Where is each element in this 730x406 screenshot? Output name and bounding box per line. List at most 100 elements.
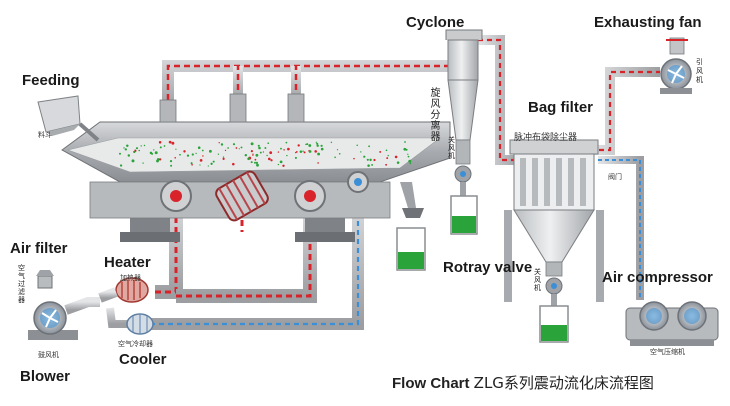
particle	[279, 160, 283, 164]
particle	[396, 161, 400, 164]
filter-bag	[544, 158, 550, 206]
particle	[252, 154, 254, 156]
particle	[224, 149, 227, 152]
particle	[153, 149, 155, 151]
particle	[297, 144, 300, 147]
particle	[202, 155, 204, 157]
particle	[258, 146, 261, 150]
particle	[126, 144, 129, 147]
particle	[138, 149, 141, 152]
bag-filter	[504, 139, 604, 306]
particle	[123, 147, 125, 149]
particle	[149, 151, 153, 155]
cn-label-cyclone-valve: 关风机	[448, 136, 455, 160]
cn-label-air-filter: 空气过滤器	[18, 264, 25, 304]
particle	[159, 146, 162, 149]
particle	[308, 144, 312, 147]
particle	[232, 143, 236, 146]
cn-label-cooler: 空气冷却器	[118, 340, 153, 348]
label-cooler: Cooler	[119, 351, 167, 368]
particle	[387, 154, 389, 157]
particle	[285, 141, 288, 144]
particle	[314, 150, 317, 153]
particle	[156, 158, 160, 161]
particle	[218, 142, 220, 144]
particle	[238, 148, 240, 150]
particle	[353, 157, 355, 160]
particle	[299, 150, 303, 153]
particle	[207, 165, 209, 167]
label-air-filter: Air filter	[10, 240, 68, 257]
label-rotary-valve: Rotray valve	[443, 259, 533, 276]
particle	[295, 151, 298, 153]
particle	[154, 151, 158, 155]
particle	[247, 157, 250, 161]
particle	[385, 149, 388, 152]
particle	[222, 157, 225, 160]
filter-bag	[580, 158, 586, 206]
particle	[191, 153, 194, 156]
feeding-hopper	[37, 95, 100, 142]
particle	[283, 149, 285, 151]
particle	[159, 158, 162, 161]
particle	[195, 152, 197, 155]
particle	[135, 147, 139, 150]
particle	[262, 151, 265, 153]
air-compressor	[625, 301, 719, 346]
particle	[317, 152, 321, 156]
cn-label-cyclone: 旋风分离器	[430, 88, 441, 143]
particle	[222, 156, 225, 158]
particle	[336, 149, 339, 151]
particle	[379, 150, 382, 153]
particle	[367, 164, 370, 167]
particle	[227, 147, 229, 149]
particle	[119, 164, 123, 167]
product-bucket-1	[396, 227, 426, 271]
particle	[368, 145, 371, 148]
cold-air-line	[106, 180, 364, 330]
particle	[174, 156, 177, 159]
particle	[244, 154, 247, 157]
particle	[403, 147, 407, 151]
particle	[240, 146, 243, 149]
particle	[158, 141, 162, 144]
particle	[259, 151, 262, 154]
air-filter	[36, 270, 54, 289]
particle	[369, 158, 372, 162]
particle	[270, 159, 273, 162]
particle	[264, 147, 267, 149]
particle	[212, 160, 215, 163]
particle	[295, 151, 297, 154]
label-air-compressor: Air compressor	[602, 269, 713, 286]
particle	[409, 162, 412, 165]
filter-bag	[556, 158, 562, 206]
particle	[269, 151, 273, 155]
particle	[287, 147, 290, 151]
product-bucket-2	[450, 195, 478, 235]
particle	[254, 161, 256, 164]
particle	[371, 163, 374, 166]
particle	[366, 158, 369, 161]
particle	[250, 150, 253, 153]
particle	[257, 144, 260, 147]
particle	[407, 155, 410, 158]
cn-label-heater: 加热器	[120, 274, 141, 282]
particle	[179, 153, 181, 156]
cn-label-bag-filter: 脉冲布袋除尘器	[514, 133, 578, 143]
particle	[140, 145, 142, 147]
particle	[191, 163, 193, 166]
particle	[363, 155, 366, 158]
cn-label-feeding: 料斗	[38, 131, 52, 139]
particle	[315, 141, 317, 143]
particle	[385, 163, 388, 166]
particle	[408, 159, 412, 163]
particle	[407, 153, 409, 155]
exhaust-line-to-cyclone	[162, 46, 466, 110]
particle	[254, 158, 257, 161]
particle	[280, 147, 282, 150]
particle	[235, 147, 238, 149]
particle	[199, 164, 201, 166]
particle	[277, 151, 280, 153]
line-cyclone-to-bagfilter	[478, 35, 520, 165]
particle	[394, 155, 398, 159]
